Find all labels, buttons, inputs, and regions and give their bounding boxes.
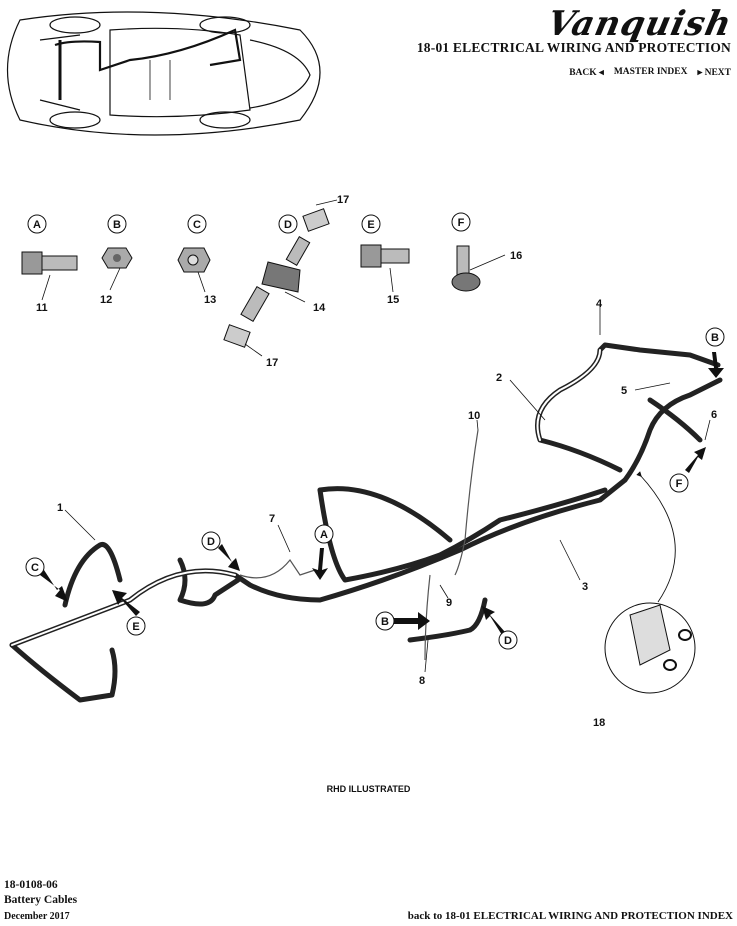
illustration-caption: RHD ILLUSTRATED	[326, 784, 411, 794]
harness-label-9: 9	[446, 597, 452, 609]
callout-letter-d-right: D	[504, 635, 512, 647]
stud-16-illustration	[451, 245, 481, 292]
document-date: December 2017	[4, 911, 70, 922]
back-link[interactable]: BACK ◂	[569, 68, 604, 78]
bolt-15-illustration	[360, 244, 410, 268]
fastener-letter-b: B	[113, 219, 121, 231]
part-number-15: 15	[387, 294, 399, 306]
harness-label-10: 10	[468, 410, 480, 422]
part-number-11: 11	[36, 302, 48, 314]
next-link[interactable]: ▸ NEXT	[697, 68, 731, 78]
harness-label-4: 4	[596, 298, 603, 310]
part-number-13: 13	[204, 294, 216, 306]
fastener-letter-a: A	[33, 219, 41, 231]
callout-letter-a: A	[320, 529, 328, 541]
callout-letter-c: C	[31, 562, 39, 574]
nut-12-illustration	[101, 247, 133, 269]
part-number-14: 14	[313, 302, 326, 314]
document-code: 18-0108-06	[4, 879, 58, 891]
stud-14-illustration	[240, 236, 311, 323]
connector-detail-18	[604, 471, 696, 694]
nut-13-illustration	[177, 247, 211, 273]
harness-label-3: 3	[582, 581, 588, 593]
harness-label-8: 8	[419, 675, 425, 687]
part-number-17-lower: 17	[266, 357, 278, 369]
harness-label-6: 6	[711, 409, 717, 421]
callout-letter-e: E	[132, 621, 139, 633]
callout-letter-f: F	[676, 478, 683, 490]
part-number-16: 16	[510, 250, 522, 262]
document-title: Battery Cables	[4, 894, 78, 906]
section-title: 18-01 ELECTRICAL WIRING AND PROTECTION	[416, 40, 731, 55]
back-to-index-link[interactable]: back to 18-01 ELECTRICAL WIRING AND PROT…	[407, 910, 733, 922]
master-index-link[interactable]: MASTER INDEX	[613, 67, 688, 77]
harness-label-5: 5	[621, 385, 627, 397]
car-locator-illustration	[7, 11, 321, 136]
bolt-11-illustration	[21, 251, 78, 275]
nut-17-illustration	[302, 208, 330, 232]
harness-label-7: 7	[269, 513, 275, 525]
callout-letter-b-lower: B	[381, 616, 389, 628]
fastener-letter-d: D	[284, 219, 292, 231]
fastener-letter-f: F	[458, 217, 465, 229]
harness-label-1: 1	[57, 502, 63, 514]
harness-label-2: 2	[496, 372, 502, 384]
fastener-letter-e: E	[367, 219, 374, 231]
page-navigation: BACK ◂ MASTER INDEX ▸ NEXT	[569, 67, 731, 78]
part-number-17-upper: 17	[337, 194, 349, 206]
fastener-parts	[21, 199, 506, 357]
callout-letter-d-left: D	[207, 536, 215, 548]
part-number-12: 12	[100, 294, 112, 306]
fastener-letter-c: C	[193, 219, 201, 231]
harness-label-18: 18	[593, 717, 605, 729]
nut-17-lower-illustration	[223, 324, 251, 348]
callout-letter-b-upper: B	[711, 332, 719, 344]
callout-arrows	[40, 352, 724, 635]
